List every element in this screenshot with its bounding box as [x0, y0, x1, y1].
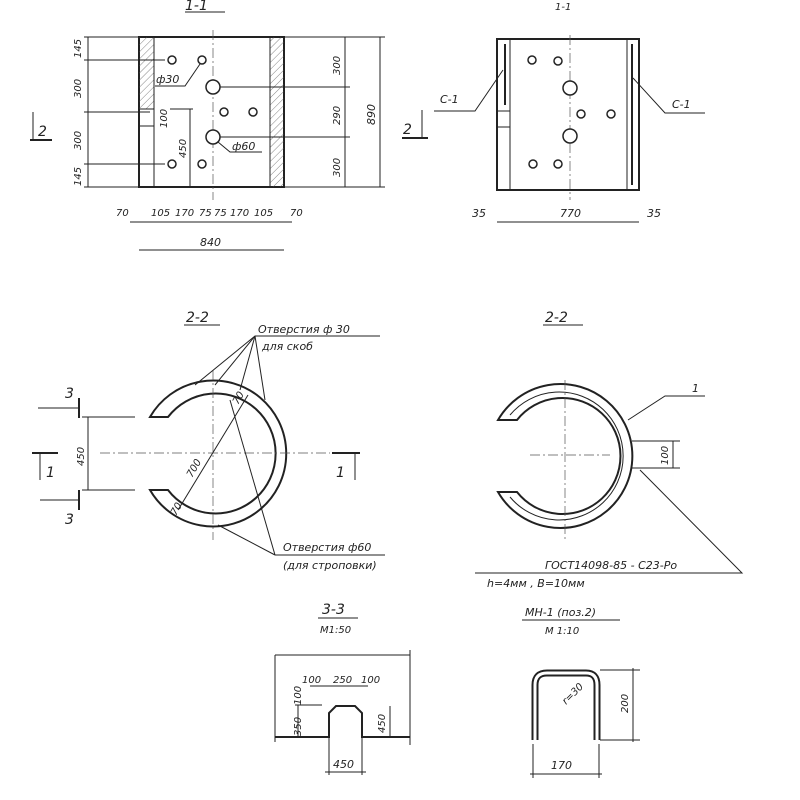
svg-text:М1:50: М1:50	[320, 625, 351, 636]
svg-text:1-1: 1-1	[555, 2, 571, 13]
svg-text:100: 100	[293, 686, 304, 705]
callout-1: 1	[692, 382, 699, 395]
svg-text:75: 75	[199, 208, 212, 219]
svg-text:840: 840	[200, 236, 221, 249]
section-2-2-right: 2-2 1 100 ГОСТ14098-85 - С23-Ро h=4мм , …	[475, 310, 744, 590]
svg-text:770: 770	[560, 207, 581, 220]
svg-text:35: 35	[647, 207, 661, 220]
svg-text:450: 450	[178, 139, 189, 158]
view-title: 1-1	[185, 0, 208, 14]
svg-text:300: 300	[332, 158, 343, 177]
svg-text:450: 450	[377, 714, 388, 733]
svg-text:105: 105	[254, 208, 273, 219]
svg-text:h=4мм , В=10мм: h=4мм , В=10мм	[487, 577, 585, 590]
view-1-1: 1-1 ф30 ф60 100 450 145 300 300 145 300 …	[30, 0, 385, 251]
svg-text:250: 250	[333, 675, 352, 686]
svg-text:145: 145	[73, 39, 84, 58]
svg-text:170: 170	[230, 208, 249, 219]
svg-text:ГОСТ14098-85 - С23-Ро: ГОСТ14098-85 - С23-Ро	[545, 559, 677, 572]
view-1-1-rebar: 1-1 С-1 С-1 2 35 770 35	[402, 2, 705, 223]
svg-text:70: 70	[231, 390, 247, 407]
svg-text:Отверстия ф60: Отверстия ф60	[283, 541, 371, 554]
section-3-3: 3-3 М1:50 100 250 100 100 350 450 450	[274, 602, 411, 775]
svg-text:300: 300	[73, 131, 84, 150]
svg-text:450: 450	[333, 758, 354, 771]
svg-text:2-2: 2-2	[545, 310, 568, 326]
svg-text:МН-1 (поз.2): МН-1 (поз.2)	[525, 606, 596, 619]
svg-text:М 1:10: М 1:10	[545, 626, 579, 637]
svg-text:2-2: 2-2	[186, 310, 209, 326]
svg-text:3: 3	[65, 512, 74, 528]
svg-text:300: 300	[73, 79, 84, 98]
svg-text:700: 700	[185, 457, 204, 479]
svg-text:100: 100	[361, 675, 380, 686]
svg-text:75: 75	[214, 208, 227, 219]
callout-c1-right: С-1	[672, 98, 691, 111]
svg-text:Отверстия ф 30: Отверстия ф 30	[258, 323, 350, 336]
svg-text:2: 2	[403, 122, 412, 138]
svg-text:170: 170	[551, 759, 572, 772]
svg-text:170: 170	[175, 208, 194, 219]
section-mark-2: 2	[38, 124, 47, 140]
svg-text:70: 70	[290, 208, 303, 219]
svg-text:200: 200	[620, 694, 631, 713]
svg-text:1: 1	[46, 465, 55, 481]
svg-text:105: 105	[151, 208, 170, 219]
svg-text:3: 3	[65, 386, 74, 402]
hole-small-label: ф30	[156, 73, 179, 86]
svg-text:3-3: 3-3	[322, 602, 345, 618]
svg-text:70: 70	[116, 208, 129, 219]
section-2-2-left: 2-2 700 70 70 Отверстия ф 30 для скоб От…	[32, 310, 385, 572]
svg-text:145: 145	[73, 167, 84, 186]
detail-mn1: МН-1 (поз.2) М 1:10 r=30 200 170	[522, 606, 640, 778]
svg-text:290: 290	[332, 106, 343, 125]
svg-text:r=30: r=30	[560, 682, 586, 708]
svg-text:890: 890	[365, 104, 378, 125]
svg-text:35: 35	[472, 207, 486, 220]
svg-text:100: 100	[660, 446, 671, 465]
callout-c1-left: С-1	[440, 93, 459, 106]
svg-text:100: 100	[302, 675, 321, 686]
svg-text:для скоб: для скоб	[261, 340, 313, 353]
svg-text:100: 100	[159, 109, 170, 128]
svg-text:(для строповки): (для строповки)	[283, 559, 377, 572]
svg-text:450: 450	[76, 447, 87, 466]
svg-text:1: 1	[336, 465, 345, 481]
svg-text:300: 300	[332, 56, 343, 75]
hole-large-label: ф60	[232, 140, 255, 153]
